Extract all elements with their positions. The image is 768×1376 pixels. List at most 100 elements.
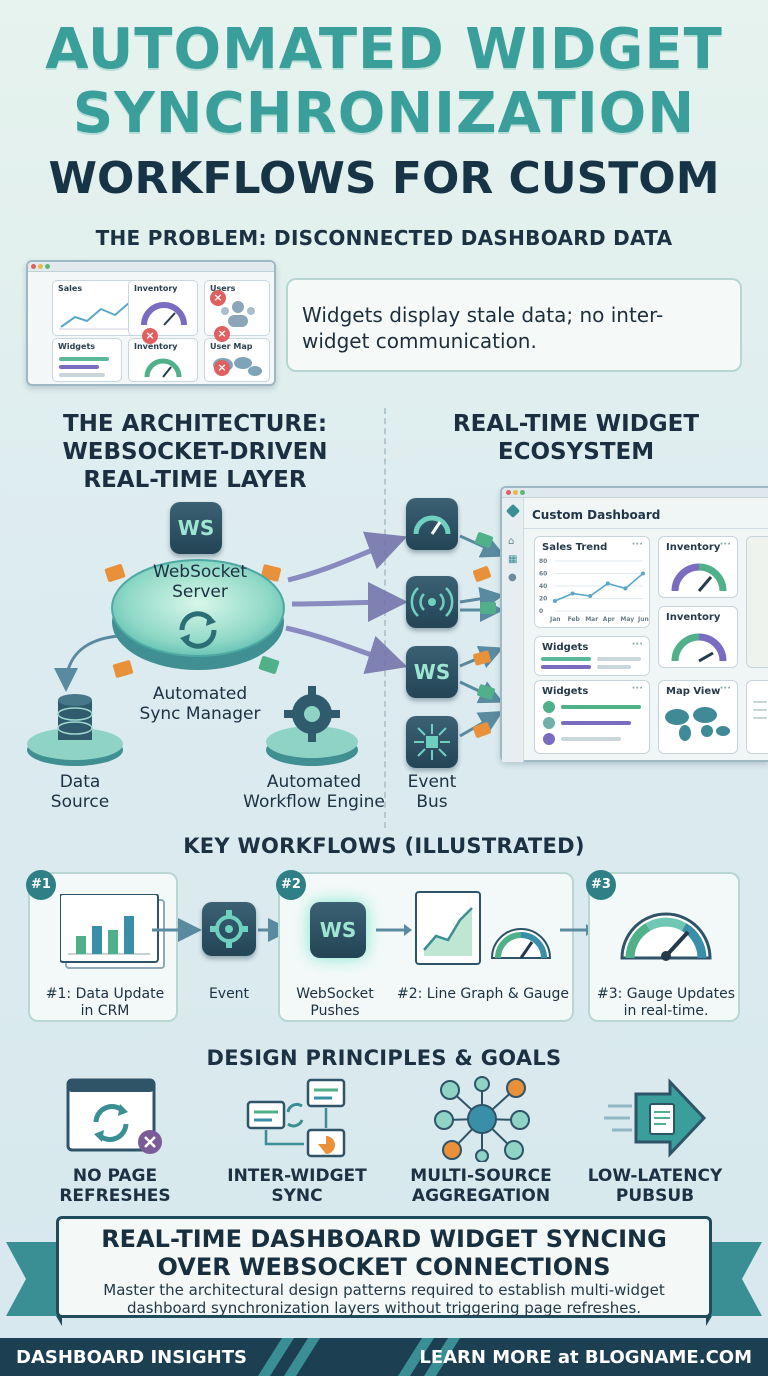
card-title: Inventory [666, 612, 721, 623]
y-tick-label: 20 [539, 596, 547, 603]
database-icon [27, 694, 123, 766]
no-refresh-icon [66, 1078, 162, 1154]
mini-card-label: Inventory [134, 342, 178, 351]
sync-manager-label: Automated Sync Manager [120, 684, 280, 724]
mini-card-user-map: User Map [204, 338, 270, 382]
banner-ribbon [6, 1242, 762, 1326]
label-line: Server [172, 582, 228, 602]
architecture-heading-line: THE ARCHITECTURE: [62, 411, 328, 437]
title-line-1: AUTOMATED WIDGET [45, 17, 723, 82]
websocket-badge-icon: WS [170, 502, 222, 554]
inter-widget-sync-icon [246, 1078, 346, 1158]
low-latency-pubsub-icon [604, 1078, 707, 1158]
stale-dashboard-illustration: Sales Inventory Users Widgets Inventory [26, 260, 276, 386]
footer-stripes [258, 1338, 460, 1376]
gauge-icon [620, 912, 712, 961]
title-line-3: WORKFLOWS FOR CUSTOM [48, 153, 720, 204]
banner-body-2: dashboard synchronization layers without… [126, 1299, 642, 1317]
label-line: Automated [152, 684, 248, 704]
principles-heading: DESIGN PRINCIPLES & GOALS [206, 1046, 562, 1070]
footer-brand: DASHBOARD INSIGHTS [16, 1347, 247, 1368]
inventory-card-2[interactable]: Inventory [658, 606, 738, 668]
problem-description-panel: Widgets display stale data; no inter-wid… [286, 278, 742, 372]
trend-point [553, 599, 557, 603]
principle-1-label: NO PAGE REFRESHES [40, 1166, 190, 1206]
more-icon[interactable]: ··· [719, 539, 731, 550]
step-badge-3: #3 [586, 870, 616, 900]
more-icon[interactable]: ··· [631, 683, 643, 694]
architecture-heading: THE ARCHITECTURE: WEBSOCKET-DRIVEN REAL-… [40, 410, 350, 494]
label-line: Pushes [310, 1003, 360, 1019]
label-line: Sync Manager [139, 704, 261, 724]
label-line: in CRM [80, 1003, 130, 1019]
disconnected-icon: × [210, 290, 226, 306]
label-line: Event [407, 772, 457, 792]
users-icon [221, 301, 255, 327]
mini-card-label: Widgets [58, 342, 96, 351]
event-bus-label: Event Bus [396, 772, 468, 812]
mini-card-inventory: Inventory [128, 280, 198, 336]
label-line: Source [50, 792, 110, 812]
dashboard-title: Custom Dashboard [532, 508, 661, 522]
arrow-icon [376, 924, 412, 936]
gauge-icon [671, 563, 727, 592]
sync-icon [179, 611, 217, 649]
workflows-heading: KEY WORKFLOWS (ILLUSTRATED) [183, 834, 585, 858]
disconnected-icon: × [142, 328, 158, 344]
disconnected-icon: × [214, 360, 230, 376]
more-icon[interactable]: ··· [631, 539, 643, 550]
websocket-pushes-label: WebSocket Pushes [282, 986, 388, 1020]
label-line: WebSocket [296, 986, 374, 1002]
data-source-label: Data Source [20, 772, 140, 812]
custom-dashboard-window: ⌂ ▦ ● Custom Dashboard Sales Trend ··· 8… [500, 486, 768, 762]
step-badge-1: #1 [26, 870, 56, 900]
home-icon[interactable]: ⌂ [508, 536, 515, 547]
label-line: PUBSUB [615, 1186, 695, 1206]
mini-card-widgets: Widgets [52, 338, 122, 382]
gauge-icon [141, 302, 187, 326]
trend-point [570, 591, 575, 596]
x-tick-label: Jan [549, 616, 561, 623]
more-icon[interactable]: ··· [631, 639, 643, 650]
summary-banner: REAL-TIME DASHBOARD WIDGET SYNCING OVER … [56, 1216, 712, 1318]
gauge-icon [144, 358, 182, 378]
grid-icon[interactable]: ▦ [508, 554, 518, 565]
label-line: MULTI-SOURCE [410, 1166, 552, 1186]
gauge-icon [490, 928, 552, 959]
y-tick-label: 80 [539, 558, 547, 565]
broadcast-tile-icon [406, 576, 458, 628]
label-line: WebSocket [153, 562, 247, 582]
card-title: Widgets [542, 686, 589, 697]
more-icon[interactable]: ··· [719, 683, 731, 694]
label-line: Data [59, 772, 101, 792]
label-line: Automated [266, 772, 362, 792]
trend-point [623, 586, 628, 591]
settings-icon[interactable]: ● [508, 572, 517, 583]
problem-description: Widgets display stale data; no inter-wid… [302, 303, 664, 353]
world-map-icon [665, 707, 730, 741]
step2-label: #2: Line Graph & Gauge [397, 986, 569, 1002]
extra-card-edge [746, 680, 768, 754]
y-tick-label: 40 [539, 583, 547, 590]
ecosystem-heading-line: REAL-TIME WIDGET [452, 411, 700, 437]
map-view-card[interactable]: Map View ··· [658, 680, 738, 754]
multi-source-aggregation-icon [434, 1076, 530, 1162]
widgets-card-2[interactable]: Widgets ··· [534, 680, 650, 754]
inventory-card-1[interactable]: Inventory ··· [658, 536, 738, 598]
x-tick-label: Apr [603, 616, 615, 623]
widgets-card-1[interactable]: Widgets ··· [534, 636, 650, 676]
label-line: Bus [416, 792, 448, 812]
gauge-icon [671, 633, 727, 663]
problem-heading: THE PROBLEM: DISCONNECTED DASHBOARD DATA [95, 226, 673, 250]
label-line: in real-time. [623, 1003, 709, 1019]
footer-link[interactable]: LEARN MORE at BLOGNAME.COM [419, 1347, 752, 1368]
label-line: #1: Data Update [45, 986, 165, 1002]
ws-text: WS [413, 660, 451, 684]
mini-card-users: Users [204, 280, 270, 336]
x-tick-label: Mar [585, 616, 598, 623]
card-title: Inventory [666, 542, 721, 553]
x-tick-label: May [620, 616, 634, 623]
x-tick-label: Feb [568, 616, 581, 623]
